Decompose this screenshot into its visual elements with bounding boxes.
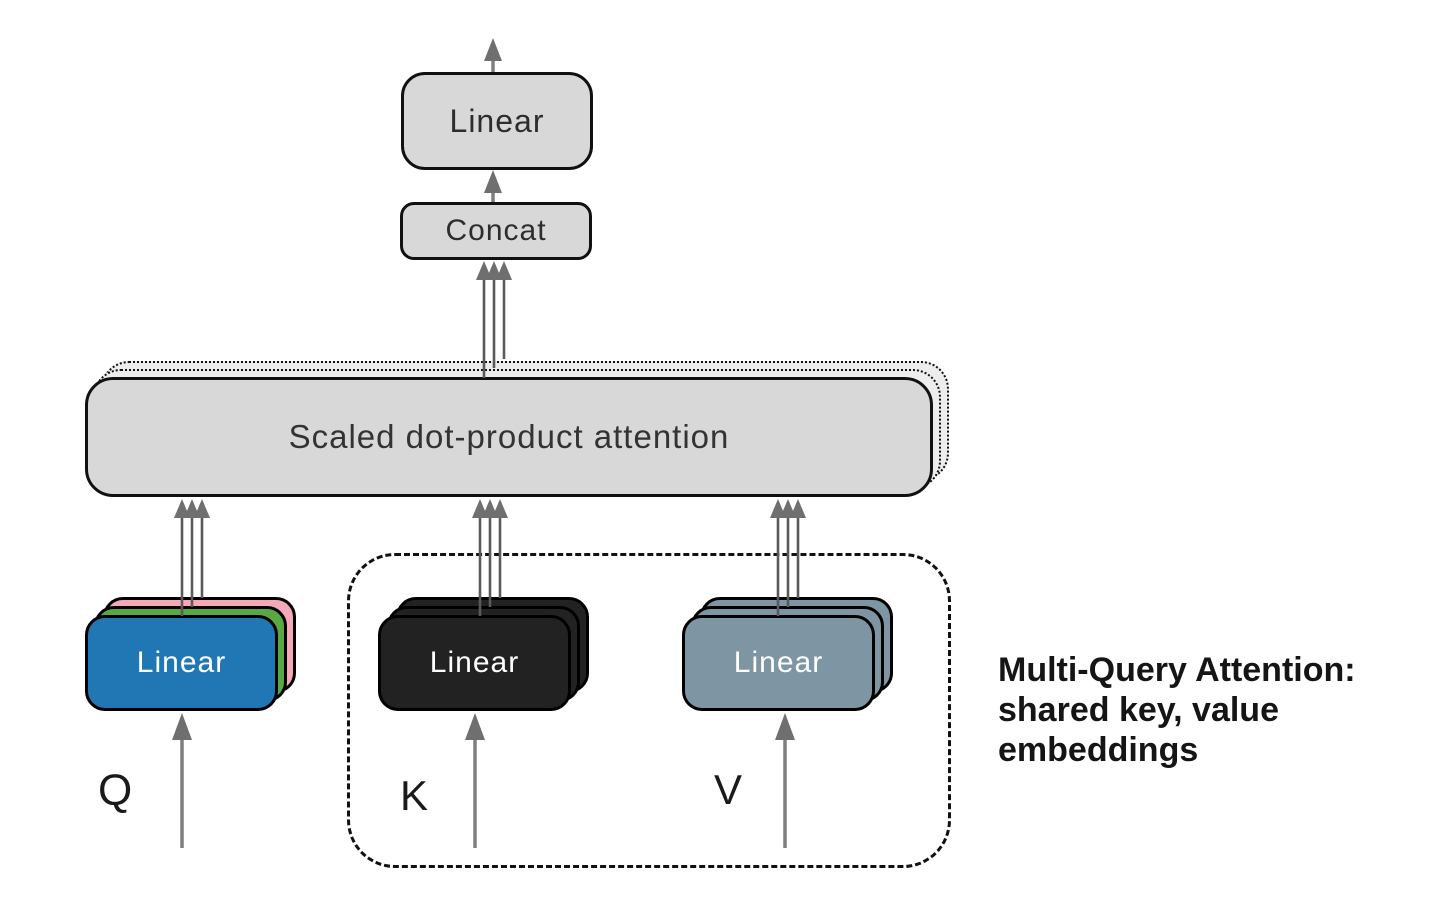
query-linear-box: Linear (85, 615, 278, 711)
output-arrow (484, 38, 502, 72)
query-input-label: Q (98, 766, 134, 815)
query-linear-label: Linear (136, 646, 227, 679)
concat-box: Concat (400, 202, 592, 260)
key-linear-box: Linear (378, 615, 571, 711)
output-linear-box: Linear (401, 72, 593, 170)
attention-box: Scaled dot-product attention (85, 377, 933, 497)
query-linear-stack: Linear (85, 597, 314, 711)
value-linear-label: Linear (733, 646, 824, 679)
value-input-label: V (714, 766, 744, 813)
value-linear-stack: Linear (682, 597, 911, 711)
key-input-label: K (400, 772, 430, 819)
caption-line-1: Multi-Query Attention: (998, 651, 1356, 689)
key-linear-label: Linear (429, 646, 520, 679)
query-input-arrow (172, 713, 192, 848)
output-linear-label: Linear (449, 102, 545, 139)
attention-label: Scaled dot-product attention (288, 418, 730, 455)
value-linear-box: Linear (682, 615, 875, 711)
caption-line-2: shared key, value (998, 691, 1279, 729)
caption-line-3: embeddings (998, 731, 1199, 769)
caption-text: Multi-Query Attention: shared key, value… (998, 650, 1438, 770)
key-linear-stack: Linear (378, 597, 607, 711)
concat-to-linear-arrow (484, 170, 502, 202)
shared-kv-dashed-container (347, 553, 951, 868)
concat-label: Concat (445, 214, 547, 247)
